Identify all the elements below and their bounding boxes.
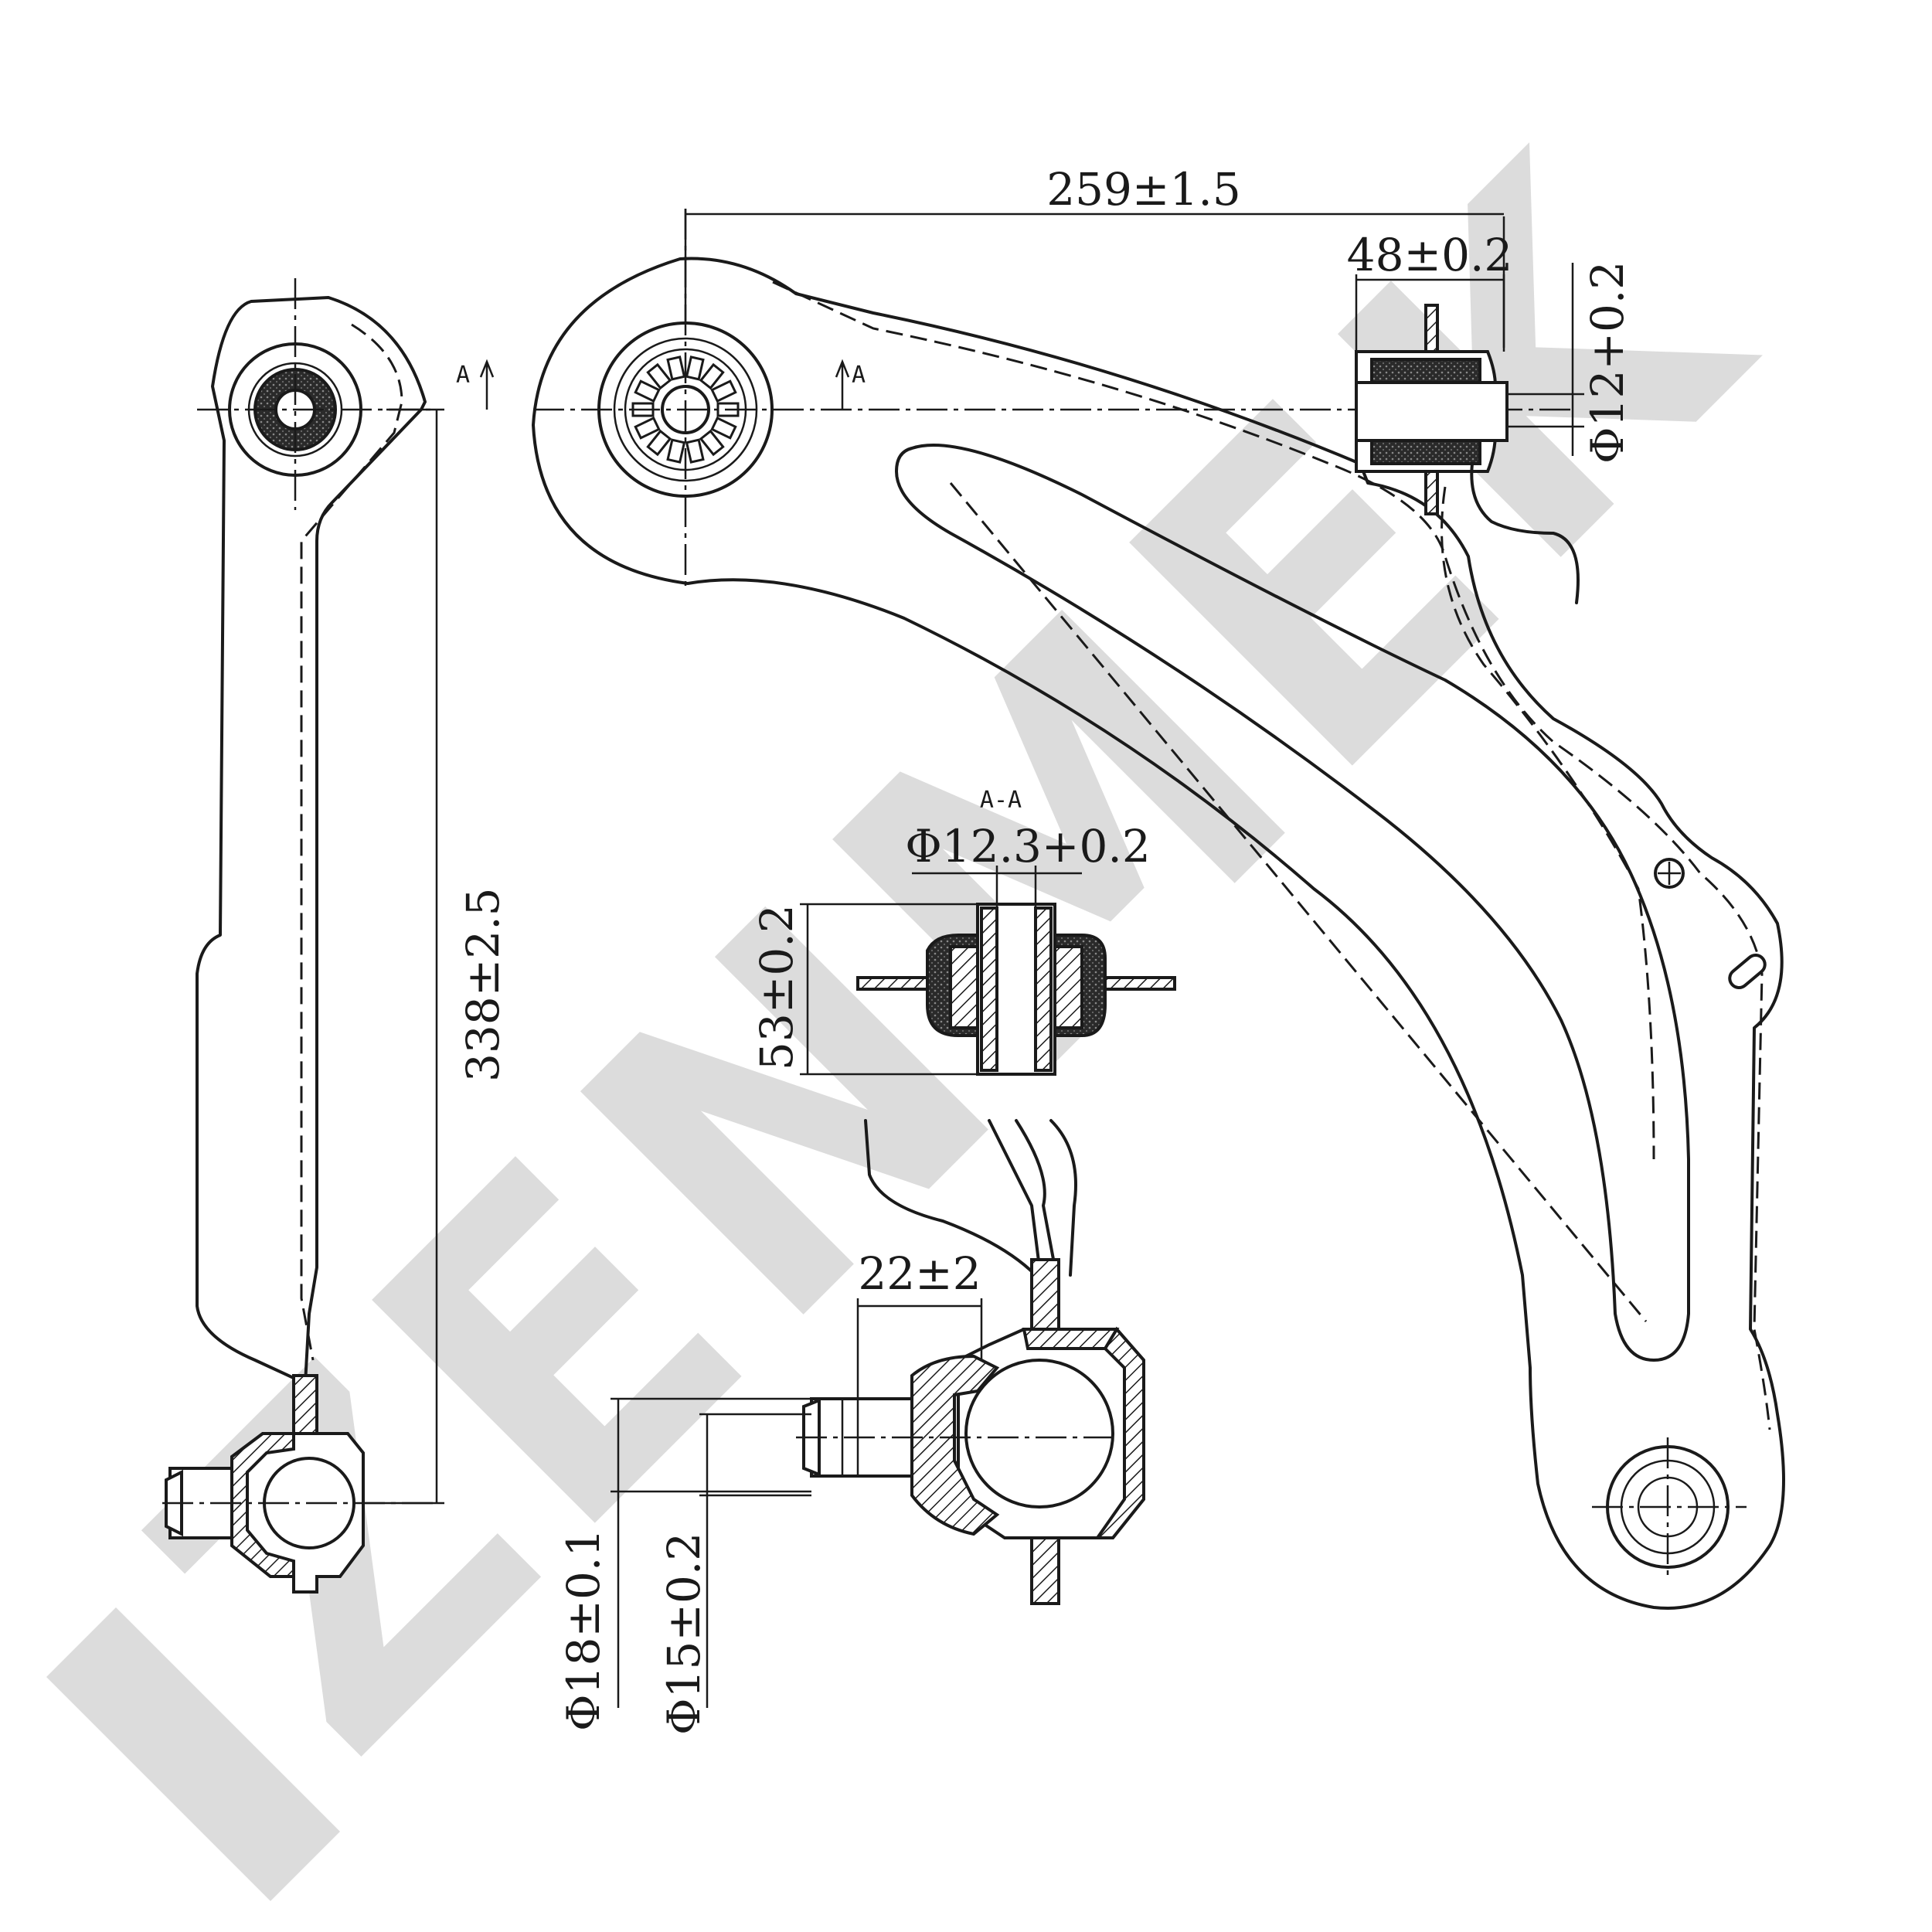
section-shell-right — [1053, 945, 1083, 1029]
plan-eye-rim — [613, 337, 758, 482]
detail-arm-line-1 — [864, 1119, 1037, 1277]
plan-slot-midline — [949, 482, 1648, 1322]
bearing-roller — [634, 379, 661, 403]
section-title: A-A — [980, 787, 1022, 814]
dim-12-3-label: Φ12.3+0.2 — [905, 820, 1151, 872]
side-view: 338±2.5 — [162, 278, 509, 1594]
detail-housing-wall-top — [1022, 1328, 1120, 1350]
detail-housing-wall-right — [1094, 1326, 1145, 1539]
section-sleeve-wall-left — [980, 906, 998, 1072]
dim-259-label: 259±1.5 — [1046, 163, 1241, 216]
detail-arm-line-4 — [1049, 1119, 1077, 1277]
section-label-right: A — [852, 362, 866, 389]
watermark-chevron — [46, 1607, 340, 1901]
bearing-roller — [685, 355, 705, 381]
bearing-roller — [710, 417, 737, 440]
dim-22-label: 22±2 — [858, 1247, 981, 1300]
bearing-roller — [646, 429, 672, 457]
rear-bush-bracket-bottom — [1424, 470, 1439, 515]
dim-12-label: Φ12+0.2 — [1581, 261, 1634, 464]
detail-ball — [964, 1359, 1114, 1509]
bearing-roller — [699, 362, 725, 390]
rear-bush-outlet — [1470, 462, 1580, 604]
dim-338-label: 338±2.5 — [457, 887, 509, 1082]
detail-bottom-stud — [1030, 1536, 1060, 1605]
rear-bush-sleeve — [1355, 381, 1509, 442]
section-arrow-left — [479, 359, 495, 410]
section-label-left: A — [456, 362, 470, 389]
dim-53-label: 53±0.2 — [750, 904, 803, 1070]
side-arm-hidden — [300, 323, 403, 1361]
plan-view: 259±1.5 48±0.2 Φ12+0.2 — [532, 163, 1785, 1610]
bearing-roller — [634, 417, 661, 440]
rear-bush-bracket-top — [1424, 304, 1439, 353]
dim-18-label: Φ18±0.1 — [557, 1529, 610, 1731]
detail-arm-line-3 — [1015, 1119, 1056, 1269]
side-arm-outline — [196, 296, 427, 1385]
section-arrow-right — [835, 359, 850, 410]
section-plate-left — [856, 976, 929, 991]
section-plate-right — [1096, 976, 1176, 991]
rear-bush-rubber-bottom — [1370, 439, 1481, 465]
plan-arm-hidden-outer — [772, 281, 1771, 1430]
detail-stem — [1030, 1258, 1060, 1331]
plan-eye-rollers — [631, 355, 740, 464]
section-markers: A A — [456, 359, 866, 410]
side-stem — [292, 1374, 318, 1439]
plan-arm-outline — [532, 257, 1785, 1610]
section-shell-left — [949, 945, 979, 1029]
ball-joint-detail: 22±2 Φ18±0.1 Φ15±0.2 — [557, 1119, 1145, 1735]
section-a-a: A-A Φ12.3+0.2 53±0.2 — [750, 787, 1176, 1076]
bearing-roller — [685, 438, 705, 464]
rear-bush-rubber-top — [1370, 358, 1481, 384]
detail-boot — [910, 1354, 1000, 1536]
plan-slot-hole — [1728, 954, 1767, 989]
bearing-roller — [646, 362, 672, 390]
bearing-roller — [666, 355, 686, 381]
plan-arm-slot — [895, 444, 1690, 1362]
section-sleeve-wall-right — [1034, 906, 1053, 1072]
bearing-roller — [710, 379, 737, 403]
dim-48-label: 48±0.2 — [1347, 229, 1513, 281]
bearing-roller — [699, 429, 725, 457]
detail-arm-line-2 — [988, 1119, 1041, 1269]
dim-15-label: Φ15±0.2 — [658, 1532, 710, 1735]
side-joint-boot — [230, 1432, 295, 1578]
bearing-roller — [666, 438, 686, 464]
